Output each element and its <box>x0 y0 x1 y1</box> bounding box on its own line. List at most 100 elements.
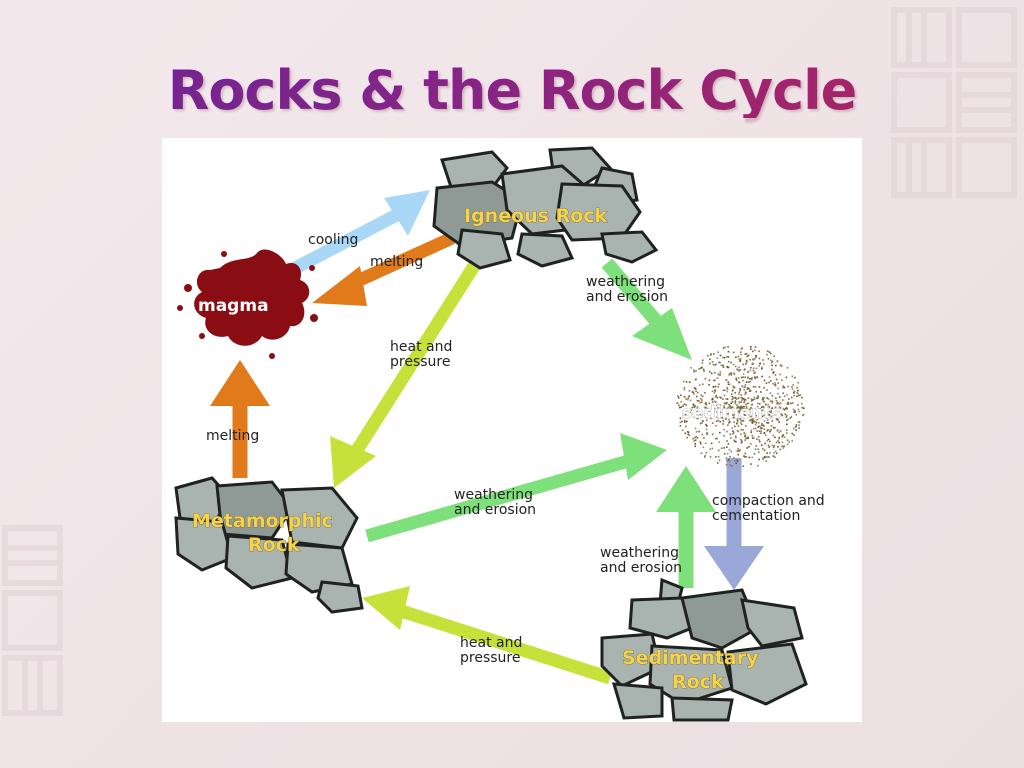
sediment-particle <box>720 397 722 399</box>
sediment-particle <box>741 419 744 422</box>
sediment-particle <box>794 411 796 413</box>
sediment-particle <box>685 381 688 383</box>
sediment-particle <box>767 429 769 431</box>
sediment-particle <box>747 376 749 379</box>
sediment-particle <box>751 422 754 424</box>
sediment-particle <box>756 430 758 432</box>
sediment-particle <box>680 394 682 397</box>
sediment-particle <box>737 410 740 412</box>
sediment-particle <box>743 406 745 408</box>
sediment-particle <box>778 436 780 439</box>
sediment-particle <box>753 452 756 455</box>
sediment-particle <box>717 408 720 411</box>
sediment-particle <box>777 382 779 384</box>
compaction-arrow <box>704 458 764 590</box>
sediment-particle <box>722 356 724 359</box>
sediment-particle <box>713 407 716 410</box>
sediment-particle <box>742 363 744 366</box>
sediment-particle <box>727 381 730 383</box>
sedimentary-rock-node: Sedimentary Rock <box>600 577 808 722</box>
sediment-particle <box>798 410 801 413</box>
sediment-particle <box>795 424 798 426</box>
compaction-line2: cementation <box>712 508 800 524</box>
sediment-particle <box>726 452 729 455</box>
sediment-particle <box>697 408 699 411</box>
sediment-particle <box>734 402 737 405</box>
sediment-particle <box>711 390 714 392</box>
background-pattern <box>891 7 1017 198</box>
sediment-particle <box>778 403 780 405</box>
sediment-particle <box>758 403 761 405</box>
sediment-particle <box>686 412 689 415</box>
sediment-particle <box>776 411 778 414</box>
sediment-particle <box>712 398 714 401</box>
sediment-particle <box>739 449 741 451</box>
sediment-particle <box>753 419 755 422</box>
sediment-particle <box>750 431 753 434</box>
sediment-particle <box>760 430 762 432</box>
sediment-particle <box>716 404 718 407</box>
sediment-particle <box>793 411 795 413</box>
sediment-particle <box>740 441 743 444</box>
sediment-particle <box>708 410 710 412</box>
sediment-particle <box>755 355 757 357</box>
sediment-particle <box>692 403 695 406</box>
sediment-particle <box>704 402 707 405</box>
sediment-particle <box>790 416 793 418</box>
sediment-particle <box>775 441 778 444</box>
sediment-particle <box>726 407 729 409</box>
sediment-particle <box>768 376 771 378</box>
sediment-particle <box>676 402 678 405</box>
sediment-particle <box>781 435 783 438</box>
sediment-particle <box>793 394 795 397</box>
sediment-particle <box>778 396 781 398</box>
sediment-particle <box>760 426 762 429</box>
sediment-particle <box>783 445 785 448</box>
sediment-particle <box>745 408 747 410</box>
sediment-particle <box>762 424 764 427</box>
sediment-particle <box>769 440 771 443</box>
sediment-particle <box>766 421 768 424</box>
sediment-particle <box>713 353 715 355</box>
slide-title: Rocks & the Rock Cycle <box>0 64 1024 118</box>
sediment-particle <box>740 351 742 353</box>
sediment-particle <box>699 397 702 400</box>
magma-label: magma <box>198 296 269 316</box>
sediment-particle <box>751 415 754 417</box>
sediment-particle <box>749 358 751 361</box>
sediment-particle <box>699 441 702 443</box>
sediment-particle <box>730 393 733 395</box>
cooling-arrow <box>276 190 430 282</box>
sediment-particle <box>723 428 725 431</box>
sediment-particle <box>695 390 697 392</box>
sediment-particle <box>777 387 779 390</box>
sediment-particle <box>704 412 707 415</box>
sediment-particle <box>771 420 774 422</box>
sediment-particle <box>726 401 728 404</box>
sediment-particle <box>750 366 752 369</box>
sediment-particle <box>725 457 727 459</box>
sediment-particle <box>688 381 691 383</box>
sediment-particle <box>735 377 738 380</box>
heat-pressure-center-line1: heat and <box>390 339 452 355</box>
weathering-top-line2: and erosion <box>586 289 668 305</box>
sediment-particle <box>735 398 738 400</box>
sediment-particle <box>727 424 729 426</box>
sediment-particle <box>725 402 727 405</box>
sediment-particle <box>774 406 777 409</box>
cooling-label: cooling <box>308 232 358 248</box>
sediment-particle <box>687 431 689 433</box>
sediment-particle <box>796 387 798 389</box>
sediment-particle <box>771 411 773 414</box>
sediment-particle <box>766 417 768 419</box>
sediment-particle <box>690 409 693 411</box>
sediment-particle <box>735 462 737 465</box>
sediment-particle <box>705 428 708 431</box>
sediment-particle <box>746 416 749 418</box>
sediment-particle <box>701 399 703 401</box>
sediment-particle <box>711 422 714 424</box>
sediment-particle <box>719 396 721 398</box>
sediment-particle <box>770 380 772 382</box>
sediment-particle <box>728 406 730 409</box>
sediment-particle <box>719 361 721 364</box>
